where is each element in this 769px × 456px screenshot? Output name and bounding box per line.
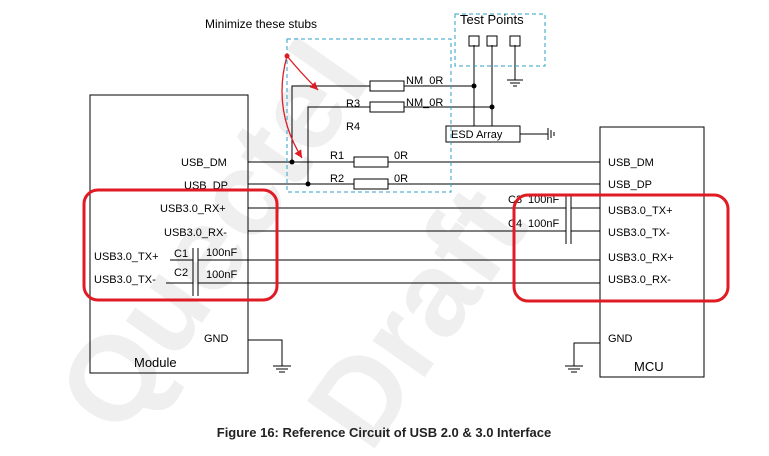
usb3-tx-p-net: C1 100nF (170, 247, 600, 272)
r2-value: 0R (394, 173, 408, 185)
module-pin-tx-p: USB3.0_TX+ (94, 251, 159, 263)
mcu-usb3-highlight (512, 193, 730, 303)
c1-value: 100nF (206, 247, 237, 259)
module-title: Module (134, 355, 177, 370)
module-pin-gnd: GND (204, 333, 229, 345)
test-points: Test Points (454, 12, 546, 67)
c3-value: 100nF (528, 194, 559, 206)
usb3-tx-n-net: C2 100nF (166, 267, 600, 296)
test-point-1 (468, 35, 480, 47)
module-pin-tx-n: USB3.0_TX- (94, 274, 156, 286)
r2-ref: R2 (330, 173, 344, 185)
esd-ground-symbol (547, 128, 555, 140)
usb-dm-net: R1 0R (248, 150, 600, 168)
mcu-pin-rx-n: USB3.0_RX- (608, 274, 671, 286)
stub-dp (307, 106, 370, 184)
r3-ref: R3 (346, 98, 360, 110)
mcu-pin-gnd: GND (608, 333, 633, 345)
test-points-frame (454, 13, 546, 67)
esd-label: ESD Array (451, 129, 503, 141)
annotation-arrow-2 (281, 55, 303, 159)
mcu-ground (565, 342, 600, 373)
c2-value: 100nF (206, 269, 237, 281)
r1-ref: R1 (330, 150, 344, 162)
test-points-label: Test Points (460, 12, 524, 27)
annotation-arrow-1 (286, 55, 319, 91)
mcu-pin-usb-dm: USB_DM (608, 157, 654, 169)
module-pin-rx-n: USB3.0_RX- (164, 227, 227, 239)
stub-annotation: Minimize these stubs (205, 17, 317, 31)
mcu-pin-tx-p: USB3.0_TX+ (608, 205, 673, 217)
c1-ref: C1 (174, 248, 188, 260)
r3-value: NM_0R (406, 75, 443, 87)
c4-value: 100nF (528, 218, 559, 230)
test-point-2 (486, 35, 498, 47)
c2-ref: C2 (174, 267, 188, 279)
stub-region-frame (286, 38, 452, 193)
mcu-pin-rx-p: USB3.0_RX+ (608, 252, 674, 264)
resistor-r2 (353, 178, 389, 190)
module-box (89, 94, 249, 374)
r4-value: NM_0R (406, 97, 443, 109)
r1-value: 0R (394, 150, 408, 162)
stub-dm (291, 85, 370, 162)
usb-dp-net: R2 0R (248, 173, 600, 190)
module-usb3-highlight (82, 188, 279, 302)
mcu-pin-tx-n: USB3.0_TX- (608, 227, 670, 239)
test-point-3 (509, 35, 521, 47)
mcu-box (599, 126, 705, 378)
resistor-r1 (353, 156, 389, 168)
figure-caption: Figure 16: Reference Circuit of USB 2.0 … (217, 425, 552, 440)
module-pin-rx-p: USB3.0_RX+ (160, 203, 226, 215)
tp-ground-symbol (507, 79, 523, 87)
module-ground (248, 339, 291, 373)
module-pin-usb-dm: USB_DM (181, 157, 227, 169)
mcu-pin-usb-dp: USB_DP (608, 179, 652, 191)
mcu-title: MCU (634, 359, 664, 374)
r4-ref: R4 (346, 121, 360, 133)
